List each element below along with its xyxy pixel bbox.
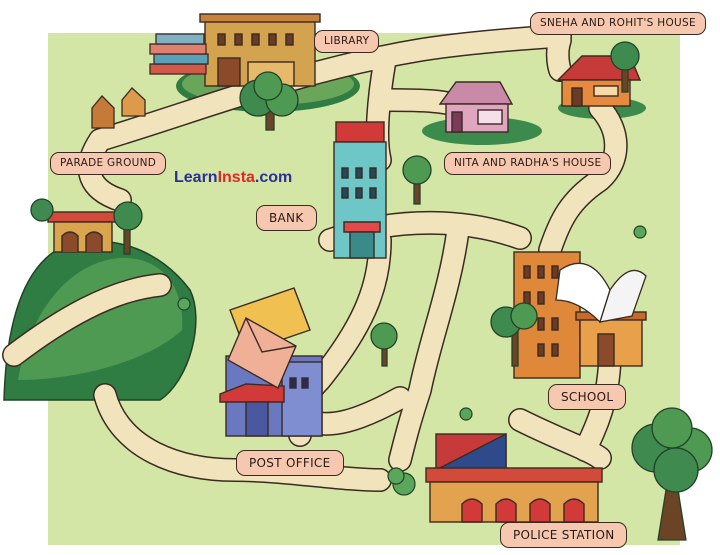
nita-radha-house-building [438, 81, 514, 133]
envelopes [227, 287, 311, 389]
watermark-logo: LearnInsta.com [174, 169, 292, 187]
bank-building [333, 121, 387, 259]
library-tree [239, 71, 299, 131]
watermark-insta: Insta [217, 169, 255, 186]
label-parade-ground: PARADE GROUND [50, 152, 167, 175]
bank-tree [402, 155, 432, 205]
label-nita-radha-house: NITA AND RADHA'S HOUSE [444, 152, 612, 175]
police-tree [631, 407, 713, 541]
bushes [177, 225, 647, 496]
label-police-station: POLICE STATION [500, 522, 628, 548]
label-bank: BANK [256, 205, 317, 231]
label-sneha-rohit-house: SNEHA AND ROHIT'S HOUSE [530, 12, 706, 35]
police-station-building [425, 432, 603, 523]
post-office-tree [370, 322, 398, 367]
post-office-building [219, 355, 323, 437]
label-post-office: POST OFFICE [236, 450, 344, 476]
watermark-com: .com [254, 169, 293, 186]
watermark-learn: Learn [174, 169, 218, 186]
book-stack [149, 33, 209, 75]
sneha-house-tree [610, 41, 640, 93]
open-book [555, 262, 647, 324]
parade-ground-building [47, 211, 119, 253]
school-tree [490, 302, 538, 367]
label-school: SCHOOL [548, 384, 627, 410]
parade-tree [30, 198, 143, 255]
label-library: LIBRARY [314, 30, 380, 53]
sneha-rohit-house-building [556, 55, 642, 107]
small-huts [91, 87, 146, 129]
